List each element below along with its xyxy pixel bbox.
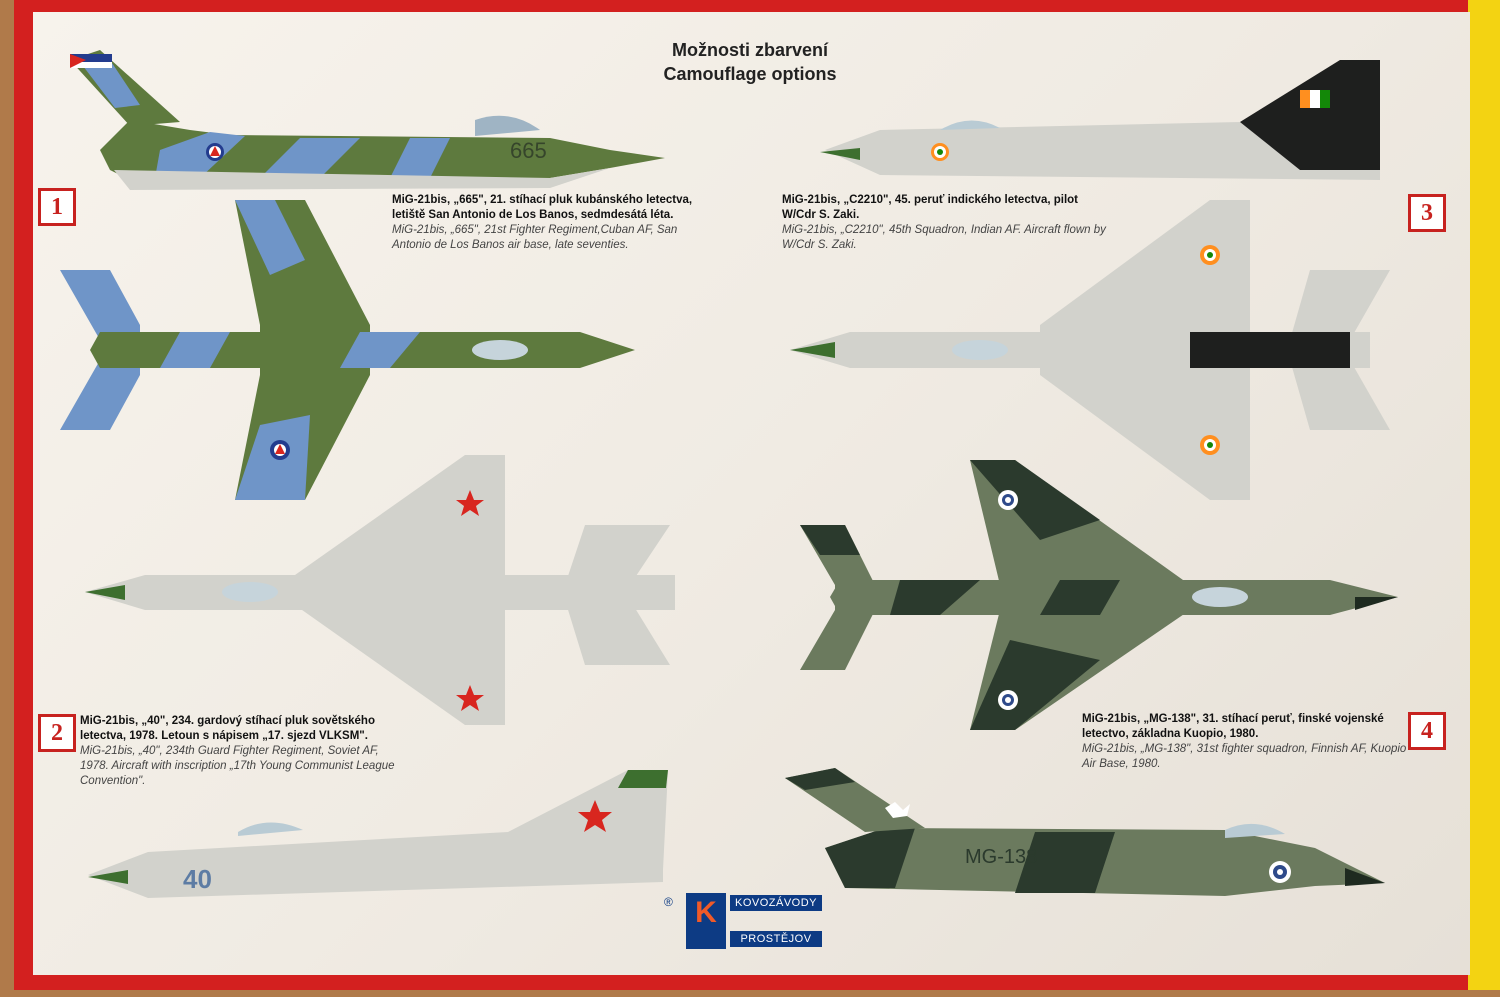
option-number-1: 1 [38,188,76,226]
aircraft-4-top-view [800,460,1398,730]
title-english: Camouflage options [663,64,837,84]
aircraft-3-top-view [790,200,1390,500]
kovozavody-logo: ® K KOVOZÁVODY PROSTĚJOV [664,893,824,949]
caption-1-czech: MiG-21bis, „665", 21. stíhací pluk kubán… [392,194,693,221]
logo-prostejov-label: PROSTĚJOV [730,931,822,947]
aircraft-1-side-view: 665 [70,50,665,190]
option-number-3: 3 [1408,194,1446,232]
box-yellow-edge [1468,0,1500,990]
caption-4-czech: MiG-21bis, „MG-138", 31. stíhací peruť, … [1082,713,1384,740]
caption-option-2: MiG-21bis, „40", 234. gardový stíhací pl… [80,714,406,789]
logo-k-mark: K [686,893,726,949]
aircraft-2-code: 40 [183,864,212,894]
registered-mark: ® [664,895,673,909]
caption-3-czech: MiG-21bis, „C2210", 45. peruť indického … [782,194,1078,221]
caption-4-english: MiG-21bis, „MG-138", 31st fighter squadr… [1082,743,1407,770]
aircraft-1-top-view [60,200,635,500]
aircraft-3-side-view [820,60,1380,180]
logo-kovozavody-label: KOVOZÁVODY [730,895,822,911]
caption-2-czech: MiG-21bis, „40", 234. gardový stíhací pl… [80,715,375,742]
option-number-2: 2 [38,714,76,752]
title-czech: Možnosti zbarvení [671,40,828,60]
aircraft-2-top-view [85,455,675,725]
caption-3-english: MiG-21bis, „C2210", 45th Squadron, India… [782,224,1106,251]
page-title: Možnosti zbarvení Camouflage options [560,38,940,86]
caption-option-3: MiG-21bis, „C2210", 45. peruť indického … [782,193,1112,253]
aircraft-2-side-view: 40 [88,770,668,898]
caption-1-english: MiG-21bis, „665", 21st Fighter Regiment,… [392,224,678,251]
aircraft-4-side-view: MG-138 [785,768,1385,896]
aircraft-4-code: MG-138 [965,846,1037,868]
caption-option-4: MiG-21bis, „MG-138", 31. stíhací peruť, … [1082,712,1408,772]
aircraft-1-code: 665 [510,138,547,163]
caption-option-1: MiG-21bis, „665", 21. stíhací pluk kubán… [392,193,712,253]
option-number-4: 4 [1408,712,1446,750]
caption-2-english: MiG-21bis, „40", 234th Guard Fighter Reg… [80,745,395,787]
